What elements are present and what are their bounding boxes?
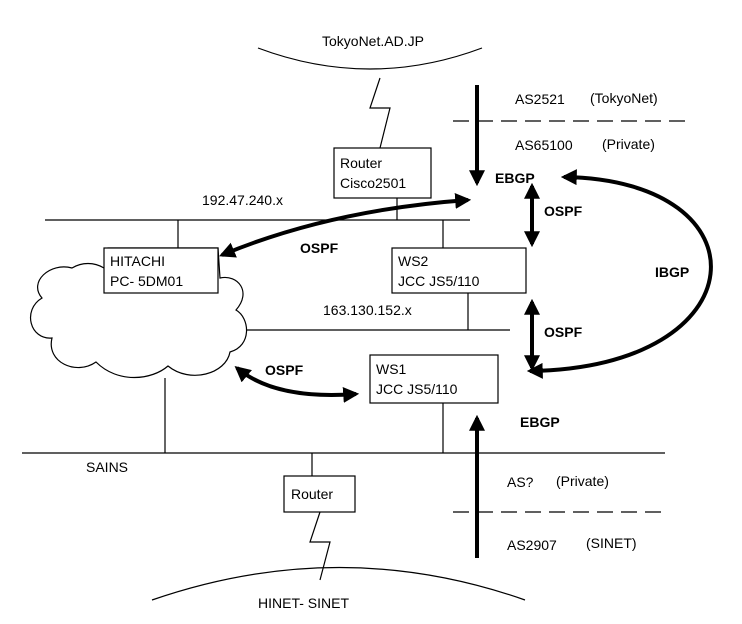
as2521-name: (TokyoNet) <box>590 90 658 106</box>
router-bottom-line1: Router <box>291 486 333 502</box>
segment-sains-label: SAINS <box>86 459 128 475</box>
as65100-id: AS65100 <box>515 137 573 153</box>
ws1-line1: WS1 <box>376 361 407 377</box>
as65100-name: (Private) <box>602 136 655 152</box>
as-unknown-id: AS? <box>507 474 534 490</box>
serial-link-top-icon <box>369 77 391 149</box>
hitachi-line1: HITACHI <box>110 253 165 269</box>
as2521-id: AS2521 <box>515 91 565 107</box>
router-bottom-box <box>283 475 356 513</box>
ws2-line2: JCC JS5/110 <box>398 273 480 289</box>
ws2-line1: WS2 <box>398 253 429 269</box>
ospf-lower-right-label: OSPF <box>544 324 583 340</box>
ibgp-arrow <box>526 169 713 379</box>
router-top-box <box>333 147 432 199</box>
ibgp-label: IBGP <box>655 264 689 280</box>
ospf-upper-right-label: OSPF <box>544 203 583 219</box>
segment-192-label: 192.47.240.x <box>202 192 283 208</box>
ospf-ws1-cloud-arrow <box>234 365 360 403</box>
ebgp-top-label: EBGP <box>495 170 535 186</box>
hinet-sinet-label: HINET- SINET <box>258 595 349 611</box>
hinet-sinet-arc <box>151 566 526 601</box>
hitachi-box <box>103 247 219 294</box>
ws1-box <box>369 354 499 404</box>
tokyonet-label: TokyoNet.AD.JP <box>322 33 424 49</box>
ws1-line2: JCC JS5/110 <box>376 381 458 397</box>
router-top-line1: Router <box>340 155 382 171</box>
tokyonet-arc <box>257 47 483 70</box>
as2907-name: (SINET) <box>586 535 637 551</box>
ebgp-bottom-label: EBGP <box>520 414 560 430</box>
as-unknown-name: (Private) <box>556 473 609 489</box>
hitachi-line2: PC- 5DM01 <box>110 273 183 289</box>
ospf-ws1-cloud-label: OSPF <box>265 362 304 378</box>
serial-link-bottom-icon <box>309 511 331 581</box>
segment-163-label: 163.130.152.x <box>323 302 412 318</box>
ospf-ws2-hitachi-label: OSPF <box>300 240 339 256</box>
ospf-ws2-hitachi-arrow <box>219 192 472 258</box>
router-top-line2: Cisco2501 <box>340 175 406 191</box>
as2907-id: AS2907 <box>507 537 557 553</box>
